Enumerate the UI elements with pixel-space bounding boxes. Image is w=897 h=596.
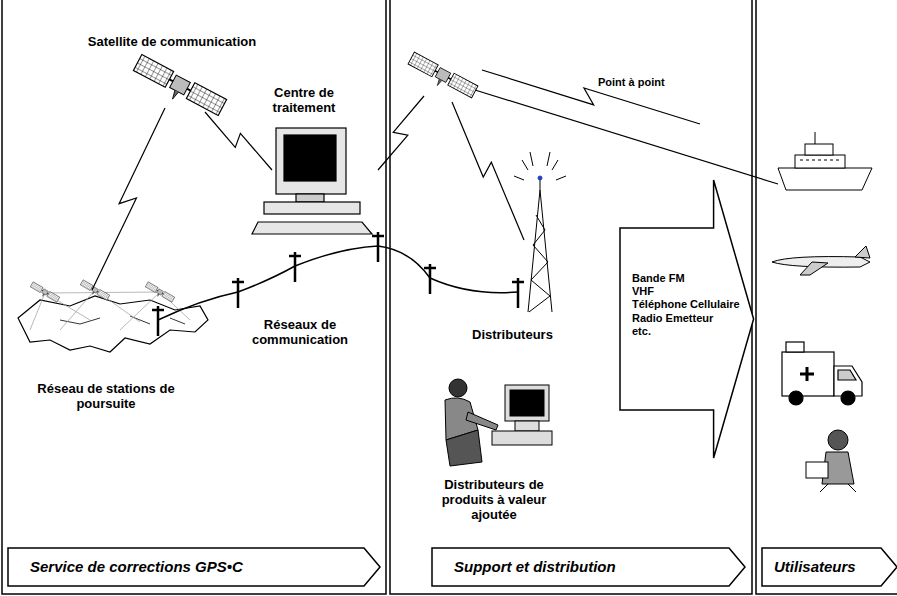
stage-name: Support et distribution [454,548,745,586]
radio-tower [514,152,566,312]
medium-name: VHF [632,285,754,298]
ship-icon [778,132,872,190]
satellite-icon [406,52,478,102]
stage-arrow: Utilisateurs [762,548,897,586]
icon-label: Satellite de communication [88,35,256,50]
icon-label: Distributeurs de produits à valeur ajout… [430,478,558,523]
ambulance-icon [782,342,862,405]
stage-name: Utilisateurs [774,548,897,586]
icon-label: Réseau de stations de poursuite [26,382,186,412]
satellite-icon [130,55,226,122]
walker-icon [806,430,856,492]
media-arrow: Bande FMVHFTéléphone CellulaireRadio Eme… [620,180,754,458]
icon-label: Point à point [598,76,665,89]
medium-name: etc. [632,325,754,338]
communication-line [158,246,518,320]
stage-name: Service de corrections GPS•C [30,548,380,586]
stage-arrow: Support et distribution [432,548,745,586]
computer-icon [252,128,372,234]
map-icon [18,280,208,352]
pole-icon [152,232,524,336]
icon-label: Centre de traitement [254,86,354,116]
operator-icon [445,379,552,466]
icon-label: Réseaux de communication [245,318,355,348]
stage-arrow: Service de corrections GPS•C [8,548,380,586]
icon-label: Distributeurs [472,328,553,343]
medium-name: Téléphone Cellulaire [632,298,754,311]
plane-icon [772,246,870,275]
medium-name: Bande FM [632,272,754,285]
medium-name: Radio Emetteur [632,312,754,325]
